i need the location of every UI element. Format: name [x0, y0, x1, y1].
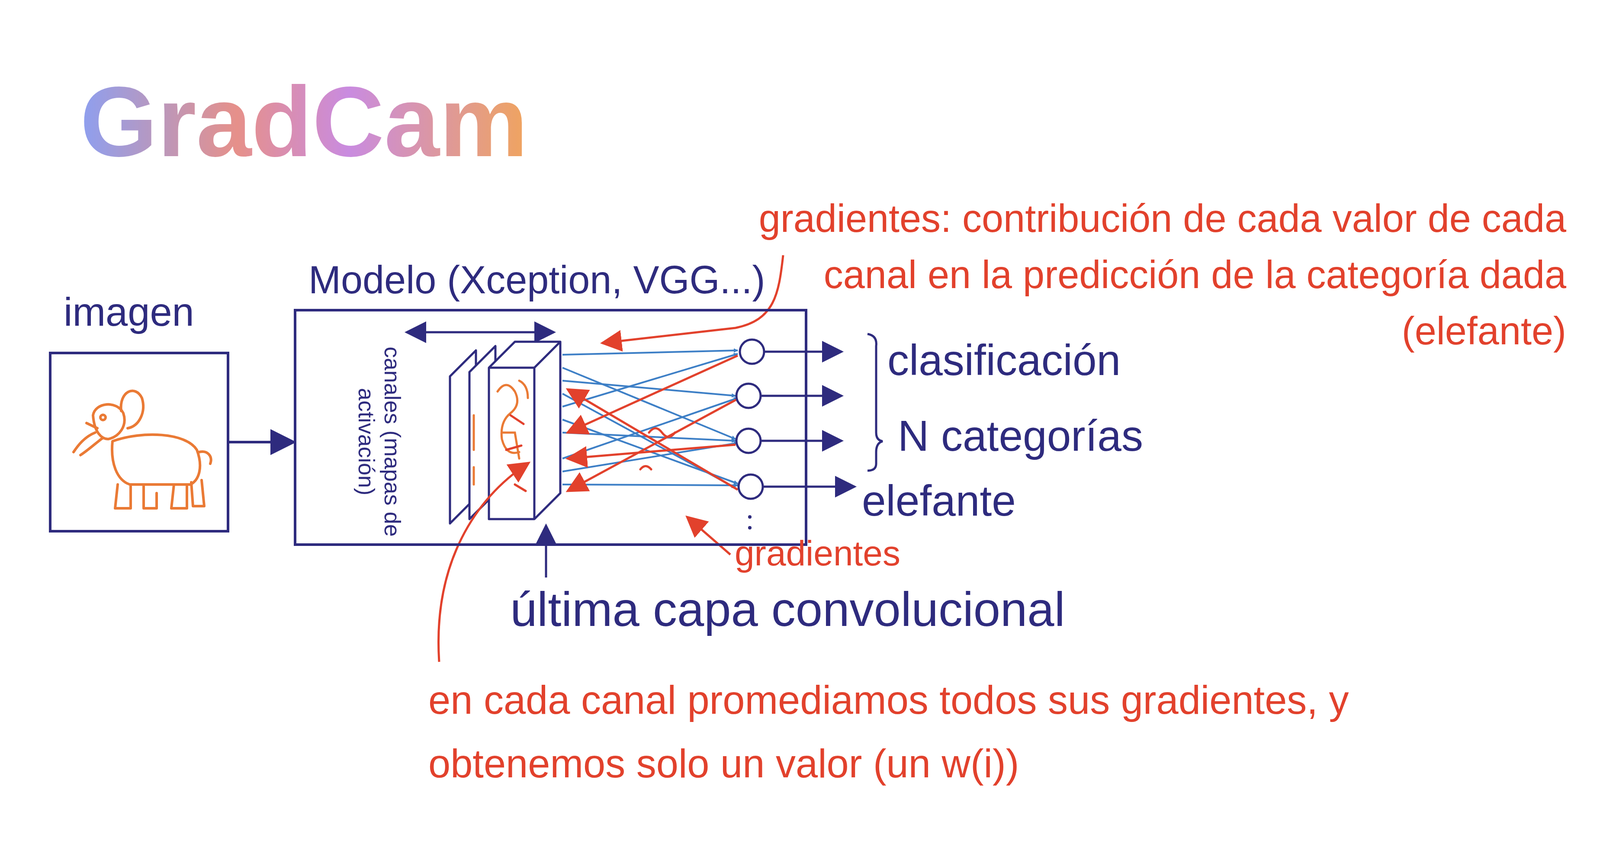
ellipsis-dot [748, 526, 752, 530]
gradient-arrow [567, 398, 738, 492]
forward-arrow [562, 350, 738, 355]
gradient-mark [506, 415, 526, 492]
output-arrow [761, 440, 842, 443]
diagram-title: GradCam [80, 64, 528, 180]
elephant-ear [121, 391, 144, 429]
bracket [867, 334, 883, 471]
forward-arrows [562, 350, 738, 489]
feature-map-edge [488, 341, 561, 520]
gradient-arrow [567, 355, 738, 433]
class-label: elefante [861, 475, 1016, 526]
elephant-tusk [86, 423, 98, 429]
box-heading: Modelo (Xception, VGG...) [308, 257, 765, 303]
elephant-tail [199, 451, 212, 464]
forward-arrow [562, 353, 738, 407]
pointer-arrow [545, 525, 548, 578]
elephant-drawing [73, 391, 212, 509]
image-box: imagen [48, 351, 230, 533]
gradient-arrow [567, 444, 736, 459]
neuron [738, 474, 763, 499]
channel-label: canales (mapas de activación) [353, 344, 405, 540]
gradient-arrow [567, 389, 738, 490]
neuron [739, 339, 765, 364]
box-heading: imagen [63, 289, 195, 336]
elephant-body [112, 434, 200, 485]
elephant-trunk [73, 432, 103, 456]
annotation-note: gradientes [734, 533, 901, 574]
neuron [736, 428, 761, 454]
width-arrow [406, 331, 554, 334]
output-label: N categorías [897, 411, 1144, 461]
forward-arrow [562, 484, 738, 486]
layer-label: última capa convolucional [510, 581, 1066, 638]
output-arrows [761, 351, 855, 487]
gradient-mark [640, 428, 675, 470]
feature-map [488, 341, 561, 520]
annotation-note: en cada canal promediamos todos sus grad… [428, 668, 1389, 796]
neurons [736, 339, 765, 499]
leader-line [687, 517, 731, 555]
output-arrow [764, 350, 842, 354]
flow-arrow [229, 440, 294, 444]
output-arrow [761, 395, 842, 398]
model-box: Modelo (Xception, VGG...)canales (mapas … [293, 308, 808, 547]
output-label: clasificación [887, 335, 1121, 386]
elephant-legs [115, 480, 205, 509]
wrap-spacer [735, 190, 736, 303]
feature-maps [449, 341, 561, 524]
elephant-eye [100, 414, 106, 421]
output-arrow [763, 485, 855, 489]
gradient-arrows [567, 355, 738, 492]
annotation-note: gradientes: contribución de cada valor d… [735, 190, 1567, 472]
neuron [736, 383, 761, 409]
forward-arrow [562, 380, 736, 396]
wrap-spacer [735, 302, 1234, 472]
ellipsis-dot [748, 515, 752, 519]
